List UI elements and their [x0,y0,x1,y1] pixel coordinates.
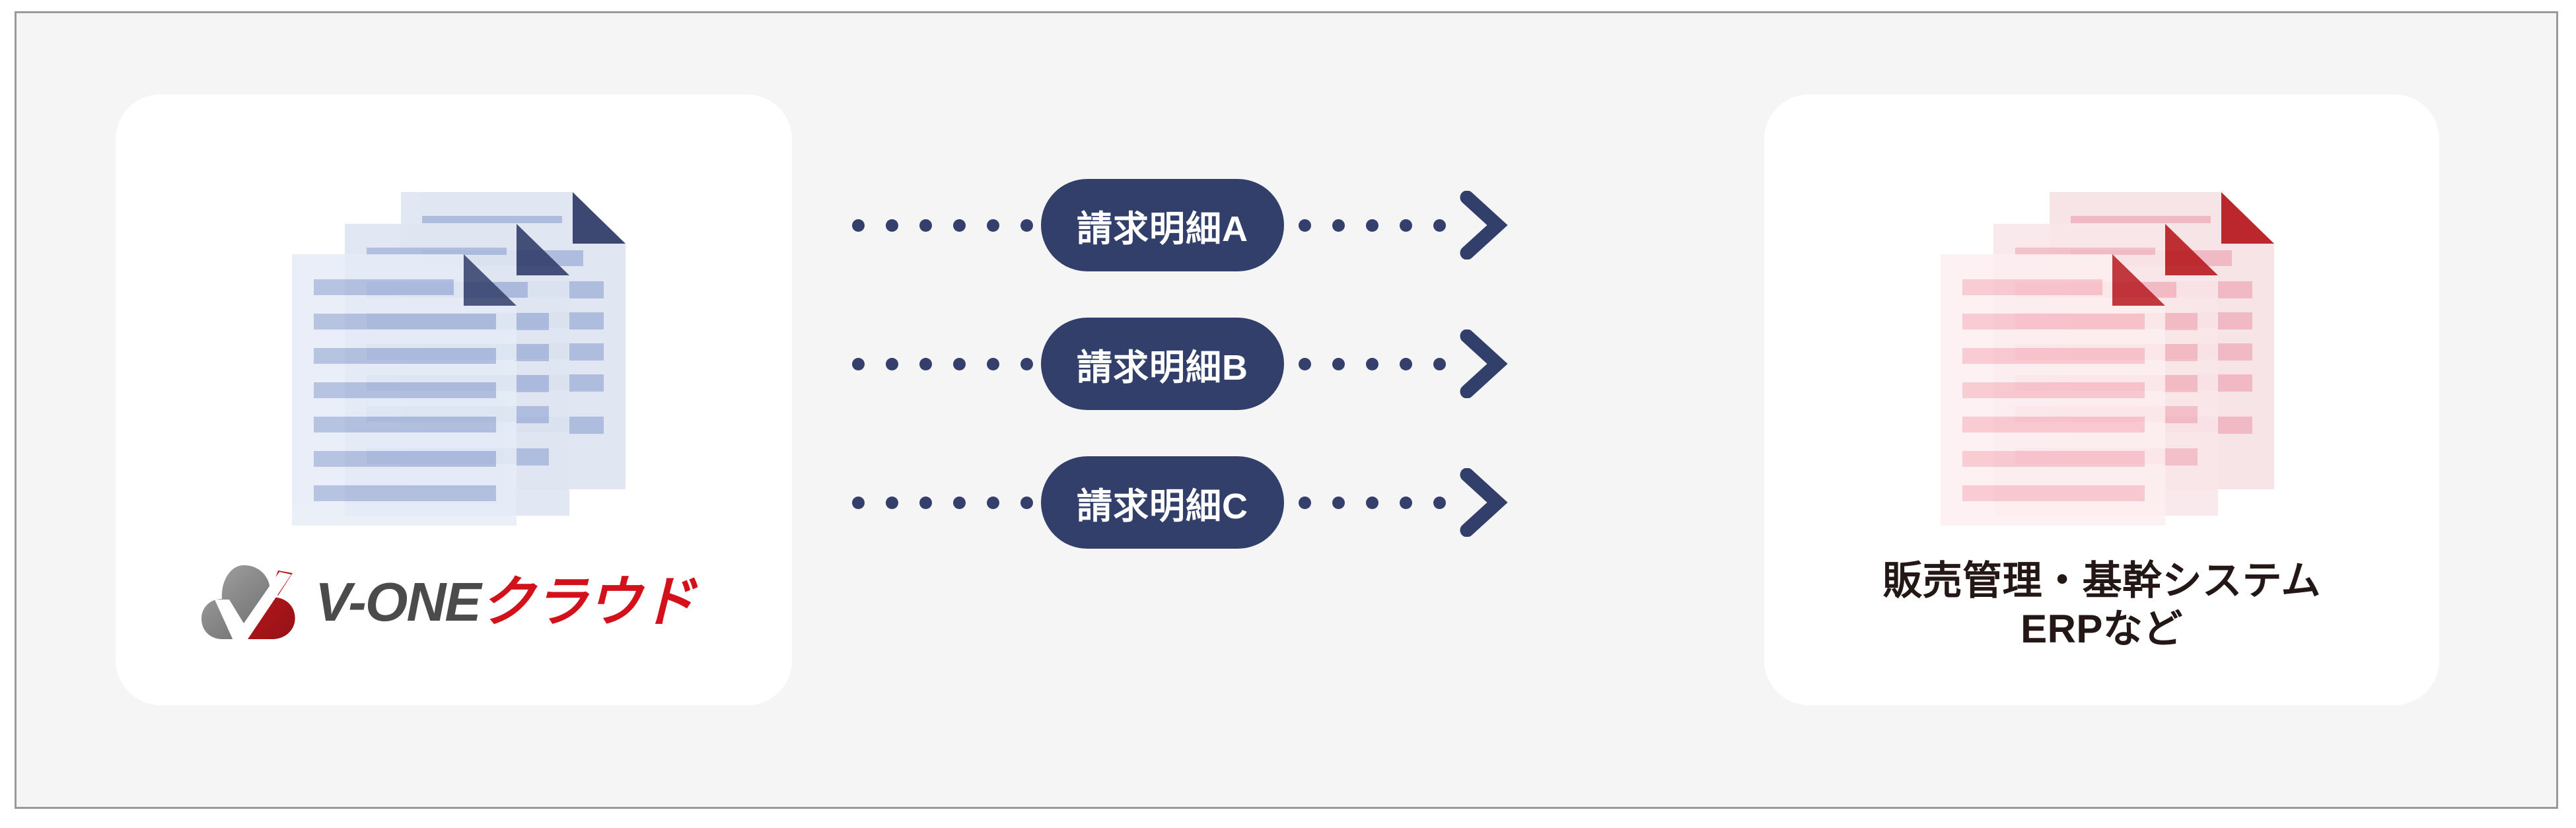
logo-wordmark: V-ONEクラウド [315,574,696,629]
dot [987,496,999,509]
dotted-line-trail-c [1299,496,1446,509]
blue-document-stack-icon [269,166,639,535]
target-system-caption: 販売管理・基幹システム ERPなど [1764,557,2439,653]
dot [886,357,898,370]
v-one-cloud-logo: V-ONEクラウド [200,560,722,649]
target-system-card: 販売管理・基幹システム ERPなど [1764,94,2439,705]
dot [1400,496,1412,509]
flow-row-a: 請求明細A [852,179,1724,271]
dot [987,357,999,370]
dot [919,496,932,509]
chevron-right-icon [1456,329,1508,398]
logo-text-vone: V-ONE [315,571,482,633]
data-flow-lanes: 請求明細A 請求 [852,94,1724,705]
flow-row-b: 請求明細B [852,318,1724,410]
dot [1366,496,1378,509]
dot [919,219,932,232]
invoice-detail-pill-c[interactable]: 請求明細C [1041,456,1284,549]
dot [852,219,865,232]
flow-row-c: 請求明細C [852,456,1724,549]
dot [953,496,966,509]
dot [1433,219,1446,232]
dotted-line-trail-a [1299,219,1446,232]
dot [1299,219,1311,232]
dotted-line-lead-a [852,219,1033,232]
chevron-right-icon [1456,468,1508,537]
dot [1020,496,1033,509]
dot [987,219,999,232]
dot [953,357,966,370]
dotted-line-lead-c [852,496,1033,509]
dot [1433,357,1446,370]
dot [1332,219,1345,232]
logo-text-cloud: クラウド [480,571,696,633]
dot [1299,496,1311,509]
caption-line-2: ERPなど [2021,607,2183,652]
dot [953,219,966,232]
diagram-frame: V-ONEクラウド 請求明細A [15,11,2558,809]
dot [919,357,932,370]
dot [1366,219,1378,232]
v-one-cloud-check-logo-icon [200,561,301,648]
dot [1400,219,1412,232]
source-system-card: V-ONEクラウド [116,94,792,705]
dot [1433,496,1446,509]
dot [1332,496,1345,509]
dot [852,496,865,509]
dot [1020,357,1033,370]
dotted-line-lead-b [852,357,1033,370]
dot [1299,357,1311,370]
dot [852,357,865,370]
dot [886,219,898,232]
chevron-right-icon [1456,191,1508,259]
caption-line-1: 販売管理・基幹システム [1882,559,2321,603]
dot [1400,357,1412,370]
dot [1332,357,1345,370]
invoice-detail-pill-b[interactable]: 請求明細B [1041,318,1284,410]
dot [1366,357,1378,370]
dot [886,496,898,509]
dot [1020,219,1033,232]
invoice-detail-pill-a[interactable]: 請求明細A [1041,179,1284,271]
dotted-line-trail-b [1299,357,1446,370]
pink-document-stack-icon [1917,166,2287,535]
